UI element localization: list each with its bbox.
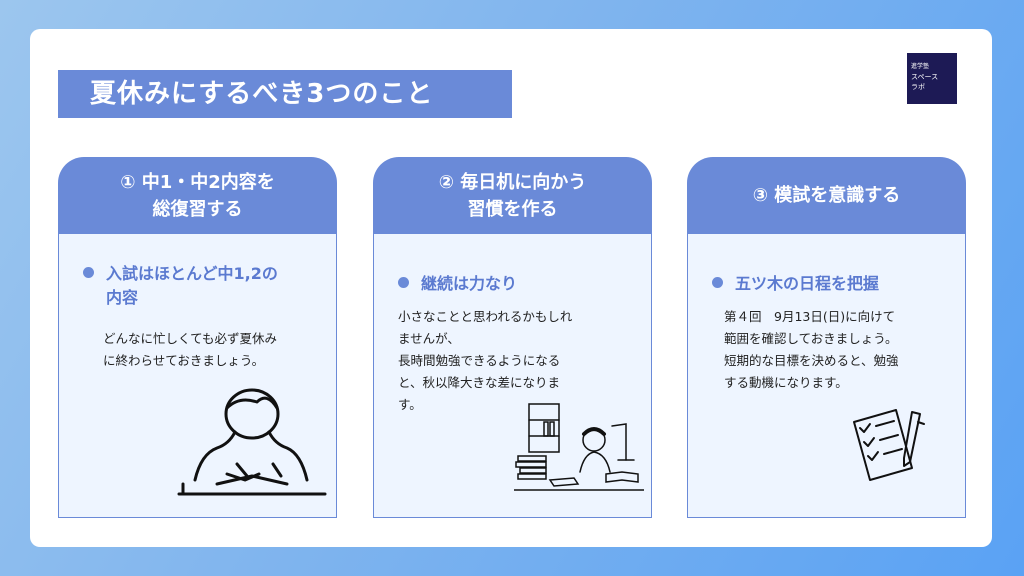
column-3-bullet-line1: 五ツ木の日程を把握 [735, 274, 880, 293]
column-1-bullet: 入試はほとんど中1,2の 内容 [83, 262, 278, 310]
column-3-header: ③ 模試を意識する [687, 157, 966, 234]
column-3-header-line1: ③ 模試を意識する [752, 185, 901, 206]
column-3-text-line: 第４回 9月13日(日)に向けて [724, 309, 896, 324]
checklist-pen-illustration [853, 409, 925, 481]
brand-logo: 進学塾 スペース ラボ [907, 53, 957, 104]
column-2-text: 小さなことと思われるかもしれ ませんが、 長時間勉強できるようになる と、秋以降… [398, 306, 628, 416]
column-1-header-line1: ① 中1・中2内容を [120, 171, 275, 193]
column-3-text-line: 短期的な目標を決めると、勉強 [724, 353, 899, 368]
column-1-text-line: どんなに忙しくても必ず夏休み [103, 331, 278, 346]
column-1: ① 中1・中2内容を 総復習する 入試はほとんど中1,2の 内容 どんなに忙しく… [58, 157, 337, 518]
column-3-bullet: 五ツ木の日程を把握 [712, 272, 879, 296]
studying-student-illustration [177, 388, 327, 496]
column-1-text: どんなに忙しくても必ず夏休み に終わらせておきましょう。 [103, 328, 328, 372]
column-2-bullet-line1: 継続は力なり [421, 274, 518, 293]
column-2-body: 継続は力なり 小さなことと思われるかもしれ ませんが、 長時間勉強できるようにな… [373, 234, 652, 518]
logo-line1: 進学塾 [911, 63, 930, 70]
column-2-text-line: 小さなことと思われるかもしれ [398, 309, 573, 324]
column-2-header-line2: 習慣を作る [467, 198, 558, 220]
column-2-text-line: 長時間勉強できるようになる [398, 353, 561, 368]
logo-line3: ラボ [911, 83, 925, 91]
column-2-header-line1: ② 毎日机に向かう [438, 171, 587, 193]
column-1-bullet-line2: 内容 [106, 288, 139, 307]
desk-study-illustration [514, 403, 644, 491]
column-2-text-line: ませんが、 [398, 331, 460, 346]
page-title: 夏休みにするべき3つのこと [58, 70, 512, 118]
column-1-bullet-line1: 入試はほとんど中1,2の [106, 264, 278, 283]
column-3-text: 第４回 9月13日(日)に向けて 範囲を確認しておきましょう。 短期的な目標を決… [724, 306, 959, 394]
column-2-text-line: と、秋以降大きな差になりま [398, 375, 561, 390]
column-3-text-line: する動機になります。 [724, 375, 848, 390]
column-2-bullet: 継続は力なり [398, 272, 517, 296]
bullet-dot-icon [398, 277, 409, 288]
column-2-text-line: す。 [398, 397, 422, 412]
column-1-header: ① 中1・中2内容を 総復習する [58, 157, 337, 234]
logo-line2: スペース [911, 73, 939, 81]
column-3-text-line: 範囲を確認しておきましょう。 [724, 331, 898, 346]
column-1-body: 入試はほとんど中1,2の 内容 どんなに忙しくても必ず夏休み に終わらせておきま… [58, 234, 337, 518]
column-3-body: 五ツ木の日程を把握 第４回 9月13日(日)に向けて 範囲を確認しておきましょう… [687, 234, 966, 518]
bullet-dot-icon [83, 267, 94, 278]
bullet-dot-icon [712, 277, 723, 288]
column-1-header-line2: 総復習する [152, 198, 243, 220]
column-3: ③ 模試を意識する 五ツ木の日程を把握 第４回 9月13日(日)に向けて 範囲を… [687, 157, 966, 518]
column-2-header: ② 毎日机に向かう 習慣を作る [373, 157, 652, 234]
column-2: ② 毎日机に向かう 習慣を作る 継続は力なり 小さなことと思われるかもしれ ませ… [373, 157, 652, 518]
column-1-text-line: に終わらせておきましょう。 [103, 353, 265, 368]
